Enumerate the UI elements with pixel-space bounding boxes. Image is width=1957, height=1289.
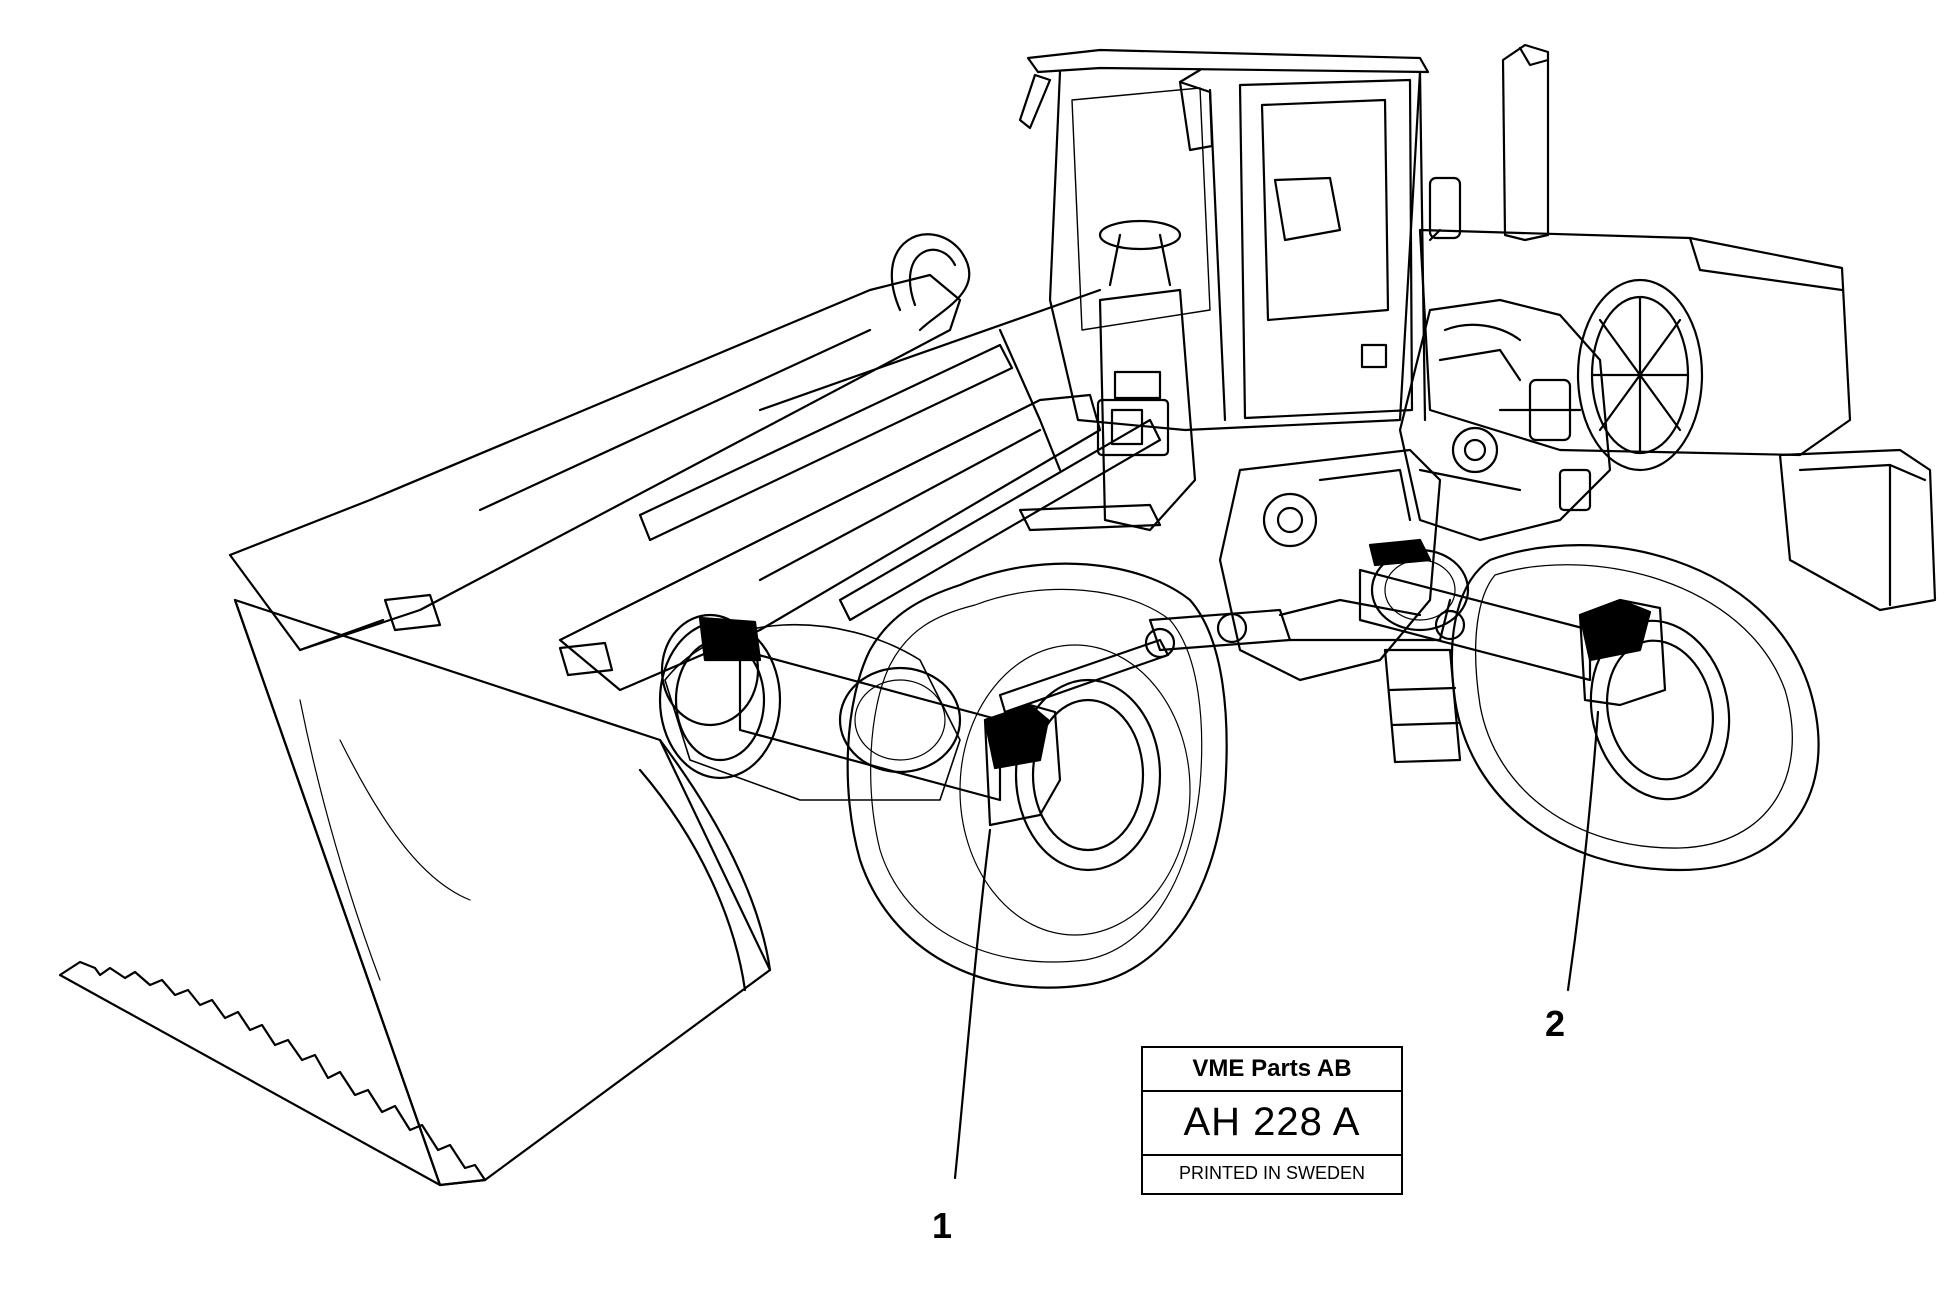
drawing-code: AH 228 A (1143, 1090, 1401, 1156)
leader-line-1 (953, 828, 992, 1180)
printed-note: PRINTED IN SWEDEN (1178, 1163, 1365, 1183)
callout-label-1: 1 (932, 1205, 953, 1246)
rear-axle (1358, 538, 1667, 764)
rear-body (1398, 43, 1937, 612)
title-block: VME Parts AB AH 228 A PRINTED IN SWEDEN (1141, 1046, 1403, 1195)
company-name: VME Parts AB (1143, 1048, 1401, 1092)
callout-label-2: 2 (1545, 1003, 1566, 1044)
operator-cab (1018, 48, 1430, 432)
drive-train (998, 448, 1466, 714)
bucket (58, 593, 772, 1187)
leader-line-2 (1566, 710, 1600, 992)
leader-lines (953, 710, 1600, 1180)
front-wheel-right (846, 562, 1228, 989)
rear-wheel (1450, 544, 1820, 872)
lift-arms (228, 233, 1197, 692)
front-axle (660, 613, 1062, 827)
